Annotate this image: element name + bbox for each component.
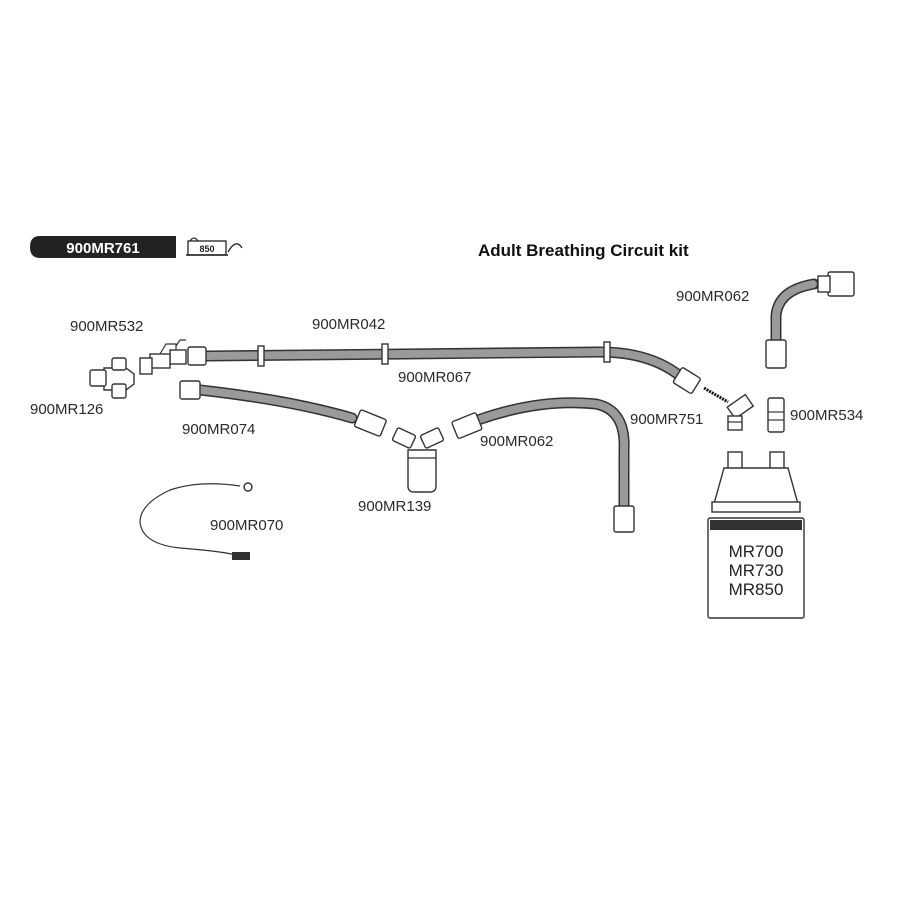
label-900mr532: 900MR532 bbox=[70, 318, 143, 335]
inspiratory-tube bbox=[187, 341, 701, 394]
label-900mr074: 900MR074 bbox=[182, 421, 255, 438]
humidifier-icon: 850 bbox=[186, 237, 243, 256]
dry-line-tube bbox=[451, 397, 635, 533]
label-900mr751: 900MR751 bbox=[630, 411, 703, 428]
label-900mr062-top: 900MR062 bbox=[676, 288, 749, 305]
temperature-probe bbox=[703, 386, 755, 431]
label-900mr042: 900MR042 bbox=[312, 316, 385, 333]
kit-code: 900MR761 bbox=[66, 240, 139, 257]
humidifier-base: MR700 MR730 MR850 bbox=[707, 517, 805, 619]
kit-badge: 900MR761 bbox=[30, 236, 176, 258]
water-trap bbox=[391, 427, 445, 493]
diagram-title: Adult Breathing Circuit kit bbox=[478, 241, 689, 260]
chamber-feed-tube bbox=[765, 271, 855, 369]
heater-wire-cable bbox=[139, 482, 253, 560]
connector-adapter bbox=[767, 397, 785, 433]
patient-end-connectors bbox=[89, 339, 187, 399]
label-900mr070: 900MR070 bbox=[210, 517, 283, 534]
expiratory-tube bbox=[179, 380, 387, 437]
device-tag: 850 bbox=[199, 244, 214, 254]
model-mr700: MR700 bbox=[729, 542, 784, 561]
humidification-chamber bbox=[711, 451, 801, 513]
model-mr730: MR730 bbox=[729, 561, 784, 580]
label-900mr062-mid: 900MR062 bbox=[480, 433, 553, 450]
label-900mr139: 900MR139 bbox=[358, 498, 431, 515]
label-900mr126: 900MR126 bbox=[30, 401, 103, 418]
label-900mr067: 900MR067 bbox=[398, 369, 471, 386]
label-900mr534: 900MR534 bbox=[790, 407, 863, 424]
model-mr850: MR850 bbox=[729, 580, 784, 599]
